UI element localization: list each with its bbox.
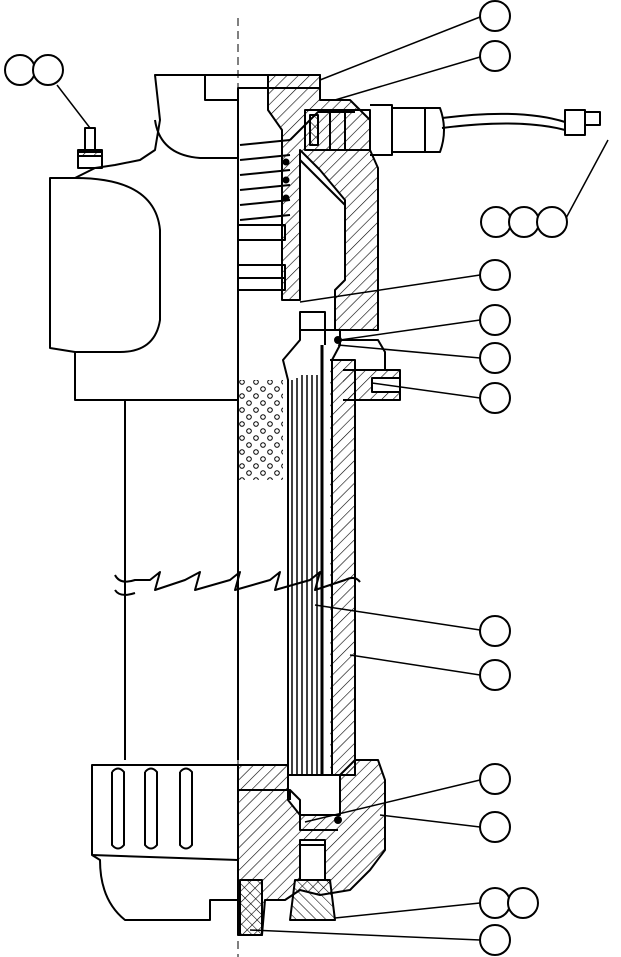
balloon-top-right-1 xyxy=(479,0,511,32)
balloon-sensor-triple-a xyxy=(480,206,512,238)
upper-seal xyxy=(299,311,326,345)
balloon-mid-right-4 xyxy=(479,382,511,414)
balloon-top-left-pair-a xyxy=(4,54,36,86)
balloon-element-2 xyxy=(479,659,511,691)
head-section xyxy=(267,74,379,331)
balloon-top-left-pair-b xyxy=(32,54,64,86)
bottom-cap-exterior xyxy=(91,764,239,921)
balloon-lower-right-2 xyxy=(479,811,511,843)
balloon-mid-right-1 xyxy=(479,259,511,291)
balloon-element-1 xyxy=(479,615,511,647)
reference-balloons xyxy=(4,0,568,956)
balloon-sensor-triple-c xyxy=(536,206,568,238)
break-line xyxy=(114,571,361,596)
balloon-top-right-2 xyxy=(479,40,511,72)
leader-lines xyxy=(56,16,609,941)
balloon-lower-right-1 xyxy=(479,763,511,795)
filter-media xyxy=(238,380,283,480)
balloon-bottom-pair-a xyxy=(479,887,511,919)
clogging-sensor xyxy=(304,104,601,156)
balloon-bottom-pair-b xyxy=(507,887,539,919)
bypass-spring xyxy=(239,139,291,221)
balloon-mid-right-2 xyxy=(479,304,511,336)
balloon-mid-right-3 xyxy=(479,342,511,374)
balloon-sensor-triple-b xyxy=(508,206,540,238)
balloon-bottom-single xyxy=(479,924,511,956)
head-boss xyxy=(74,177,161,353)
element-section xyxy=(282,329,341,776)
